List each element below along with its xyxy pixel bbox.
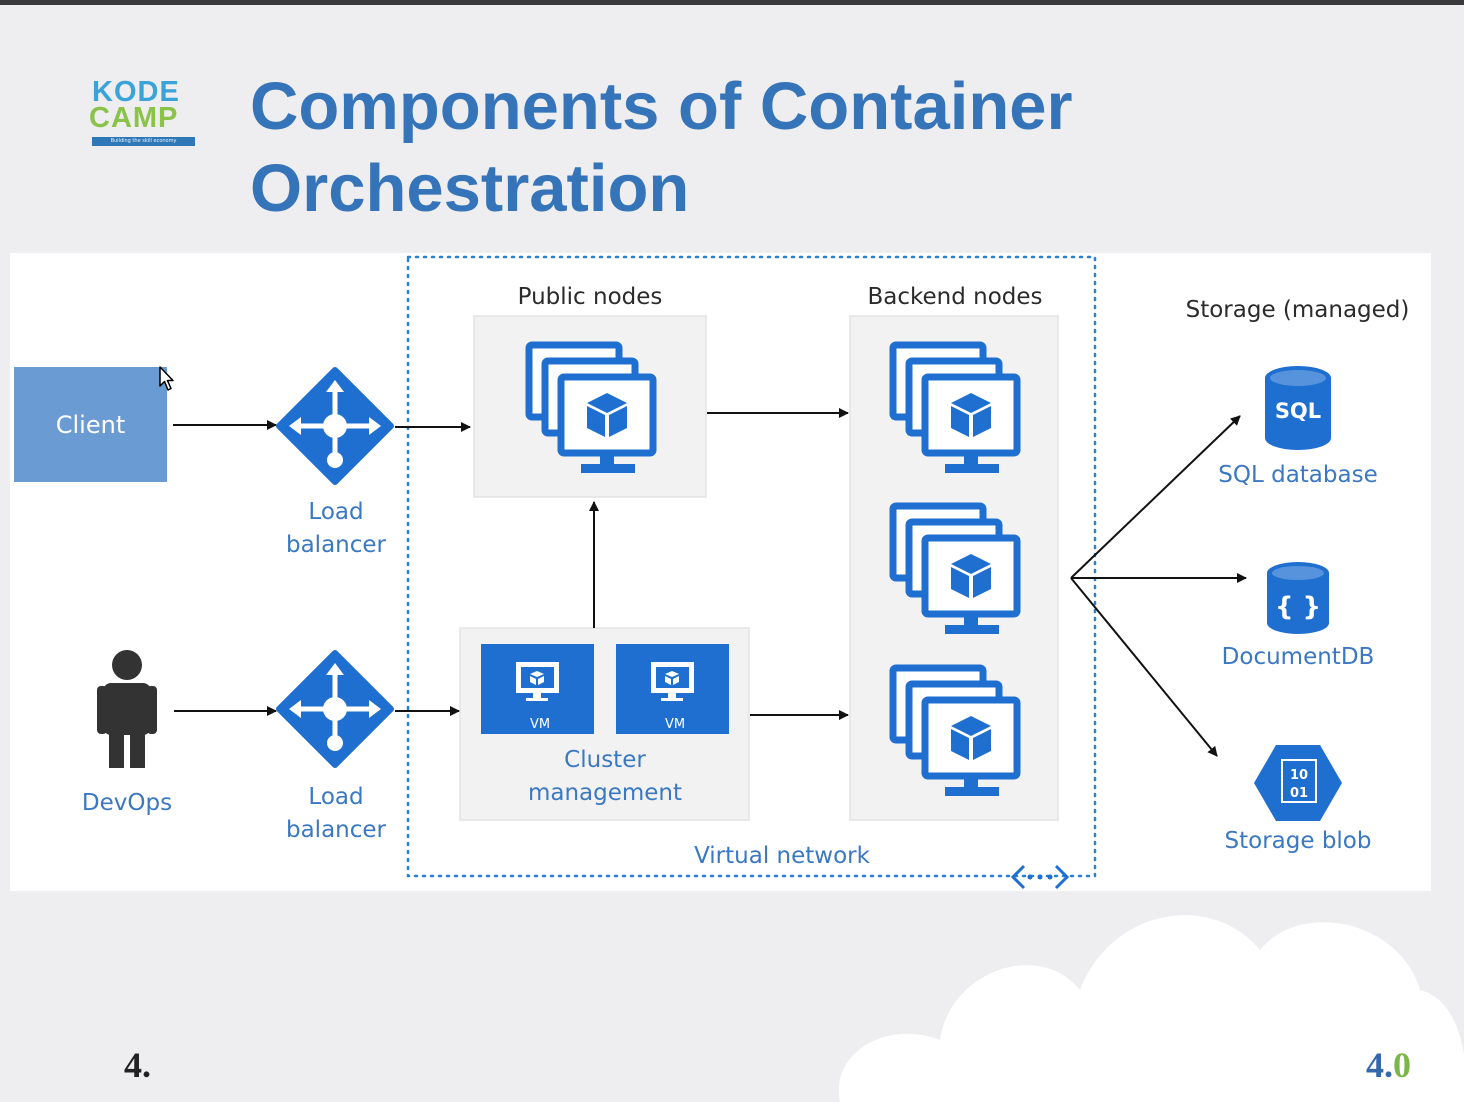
blob-icon-line2: 01 [1290,786,1308,801]
logo-line1: KODE [92,76,180,108]
virtual-network-label: Virtual network [694,843,870,869]
blob-icon-line1: 10 [1290,768,1308,783]
brand-mark-a: 4. [1366,1045,1393,1085]
arrow-backend-to-blob [1070,577,1218,757]
documentdb-label: DocumentDB [1221,644,1375,670]
lb2-line2: balancer [285,817,386,843]
kodecamp-logo: KODE CAMP Building the skill economy [88,78,200,150]
vm-tile-label: VM [530,717,550,732]
cluster-line1: Cluster [564,747,646,773]
brand-mark-b: 0 [1393,1045,1411,1085]
slide-number-left: 4. [124,1045,151,1085]
documentdb-icon-text: { } [1275,592,1321,622]
cluster-line2: management [527,780,683,806]
load-balancer-label-top: Load balancer [265,496,407,562]
load-balancer-icon [279,653,391,765]
window-top-border [0,0,1464,5]
vm-tile-label: VM [665,717,685,732]
client-box: Client [14,367,167,482]
lb2-line1: Load [308,784,364,810]
load-balancer-icon [279,370,391,482]
documentdb-icon: { } [1267,562,1329,634]
lb1-line2: balancer [285,532,386,558]
backend-nodes-label: Backend nodes [867,284,1043,310]
slide-title: Components of Container Orchestration [250,69,1073,226]
cluster-management-label: Cluster management [495,744,715,810]
load-balancer-label-bottom: Load balancer [265,781,407,847]
sql-icon-text: SQL [1275,399,1321,423]
logo-line2: CAMP [89,102,179,134]
sql-database-icon: SQL [1265,366,1331,450]
lb1-line1: Load [308,499,364,525]
sql-database-label: SQL database [1218,462,1378,488]
public-nodes-label: Public nodes [517,284,663,310]
mouse-cursor-icon [159,366,174,391]
storage-blob-icon: 10 01 [1254,745,1342,821]
brand-mark-right: 4.0 [1366,1044,1411,1086]
devops-label: DevOps [81,790,173,816]
virtual-network-boundary [406,255,1097,878]
arrow-backend-to-sql [1070,415,1241,579]
storage-blob-label: Storage blob [1224,828,1372,854]
devops-person-icon [97,650,157,768]
storage-managed-label: Storage (managed) [1185,297,1410,323]
logo-tagline: Building the skill economy [92,137,195,146]
cloud-decoration [838,915,1464,1102]
virtual-network-icon [1010,864,1070,890]
